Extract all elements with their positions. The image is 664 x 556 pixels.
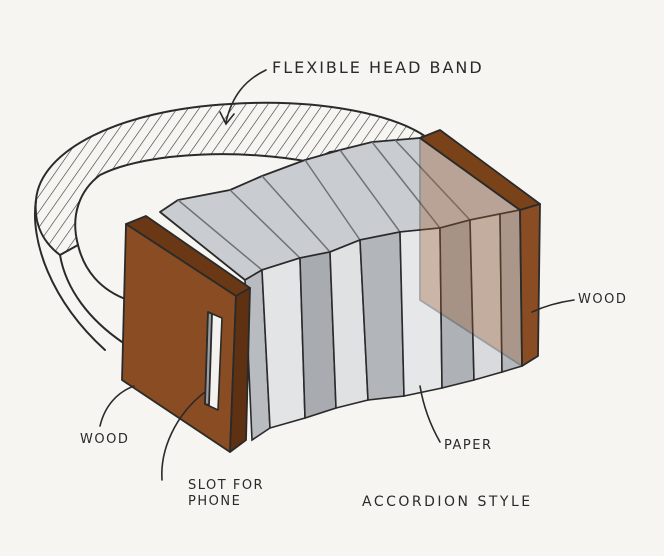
label-flexible-head-band: FLEXIBLE HEAD BAND bbox=[272, 58, 484, 77]
paper-front-panel-5 bbox=[360, 232, 404, 400]
label-slot-line1: SLOT FOR bbox=[188, 478, 264, 494]
label-slot-for-phone: SLOT FOR PHONE bbox=[188, 478, 264, 509]
leader-paper bbox=[420, 386, 440, 442]
wood-right-face bbox=[520, 204, 540, 366]
label-accordion-style: ACCORDION STYLE bbox=[362, 494, 533, 511]
head-band-edge bbox=[78, 245, 128, 300]
leader-wood-left bbox=[100, 386, 134, 426]
label-wood-left: WOOD bbox=[80, 432, 129, 448]
head-band-inner-side-2 bbox=[60, 255, 122, 342]
paper-front-panel-2 bbox=[262, 258, 305, 428]
label-paper: PAPER bbox=[444, 438, 493, 454]
label-wood-right: WOOD bbox=[578, 292, 627, 308]
label-slot-line2: PHONE bbox=[188, 494, 264, 510]
